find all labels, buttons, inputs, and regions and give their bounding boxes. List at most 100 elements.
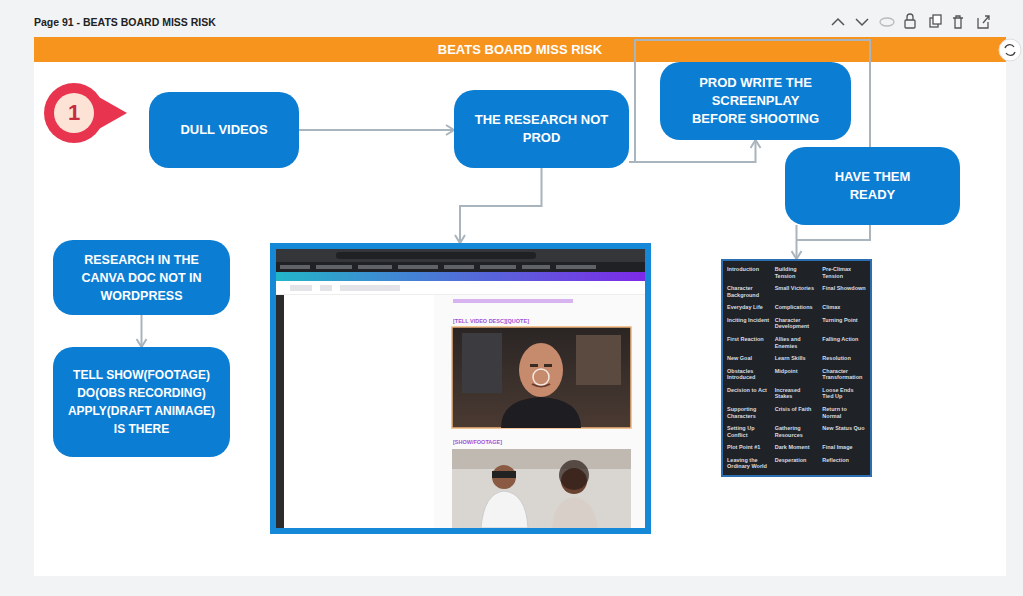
eye (530, 364, 538, 367)
beat-item: Turning Point (822, 317, 866, 330)
connector-arrow (460, 168, 542, 243)
callout-shape (38, 80, 128, 146)
text-line (453, 299, 573, 303)
connector-arrow (629, 140, 756, 162)
box-label: DULL VIDEOS (180, 121, 267, 139)
beat-item: Reflection (822, 457, 866, 470)
beat-item: Building Tension (775, 266, 819, 279)
box-label: RESEARCH IN THE CANVA DOC NOT IN WORDPRE… (65, 251, 218, 305)
side-rail (276, 295, 284, 528)
bookmark (480, 265, 516, 269)
refresh-button (999, 39, 1021, 61)
bookmarks-bar (276, 262, 645, 272)
process-box: TELL SHOW(FOOTAGE) DO(OBS RECORDING) APP… (53, 347, 230, 457)
beat-item: Character Development (775, 317, 819, 330)
beat-item: Return to Normal (822, 406, 866, 419)
eye-icon (880, 18, 894, 26)
beat-item: Inciting Incident (727, 317, 771, 330)
box-label: HAVE THEM READY (823, 168, 923, 204)
beat-item: Pre-Climax Tension (822, 266, 866, 279)
callout-number: 1 (38, 80, 128, 146)
beat-item: New Goal (727, 355, 771, 362)
beat-item: Everyday Life (727, 304, 771, 311)
shelf (462, 333, 502, 393)
down-icon (856, 19, 868, 25)
beat-item: Allies and Enemies (775, 336, 819, 349)
box-label: TELL SHOW(FOOTAGE) DO(OBS RECORDING) APP… (65, 366, 218, 438)
trash-icon (953, 16, 963, 28)
beat-item: Desperation (775, 457, 819, 470)
bookmark (358, 265, 392, 269)
refresh-icon (1005, 45, 1015, 56)
doc-tag: [SHOW/FOOTAGE] (453, 439, 502, 446)
bookmark (522, 265, 550, 269)
beat-item: Midpoint (775, 368, 819, 381)
shelf (576, 335, 621, 385)
address-field (336, 252, 536, 259)
screenshot-illustration (276, 249, 645, 528)
toolbar-control (290, 285, 312, 291)
person-shirt (552, 497, 598, 528)
beat-item: Climax (822, 304, 866, 311)
beat-item: Character Transformation (822, 368, 866, 381)
diagram-title: BEATS BOARD MISS RISK (34, 37, 1006, 62)
beat-item: Increased Stakes (775, 387, 819, 400)
editor-toolbar (276, 281, 645, 295)
beats-table: Introduction Building TensionPre-Climax T… (721, 259, 872, 477)
person-hair (559, 460, 589, 490)
footage-thumbnail (452, 449, 631, 528)
process-box: RESEARCH IN THE CANVA DOC NOT IN WORDPRE… (53, 240, 230, 315)
bookmark (398, 265, 438, 269)
toolbar-control (340, 285, 400, 291)
process-box: HAVE THEM READY (785, 147, 960, 225)
up-icon (832, 19, 844, 25)
page-label: Page 91 - BEATS BOARD MISS RISK (34, 16, 216, 28)
process-box: DULL VIDEOS (149, 92, 299, 168)
beat-item: Falling Action (822, 336, 866, 349)
beat-item: Character Background (727, 285, 771, 298)
person-shirt (481, 491, 528, 528)
callout-ring (44, 83, 104, 143)
toolbar-control (320, 285, 332, 291)
beat-item: Final Showdown (822, 285, 866, 298)
browser-address-bar (276, 249, 645, 262)
doc-tag: [TELL VIDEO DESC][QUOTE] (453, 318, 529, 325)
beat-item: Final Image (822, 444, 866, 451)
process-box: THE RESEARCH NOT PROD (454, 90, 629, 168)
person-face (519, 343, 563, 397)
box-label: THE RESEARCH NOT PROD (467, 111, 617, 147)
beat-item: Supporting Characters (727, 406, 771, 419)
beat-item: Crisis of Faith (775, 406, 819, 419)
lock-icon (905, 20, 915, 28)
canvas-sheet (34, 37, 1006, 576)
beat-item: Dark Moment (775, 444, 819, 451)
beat-item: Plot Point #1 (727, 444, 771, 451)
person-head (492, 465, 516, 489)
side-panel (284, 295, 434, 528)
callout-inner (54, 93, 94, 133)
beat-item: New Status Quo (822, 425, 866, 438)
connector-arrow (299, 129, 454, 131)
box-label: PROD WRITE THE SCREENPLAY BEFORE SHOOTIN… (691, 74, 821, 128)
beat-item: Small Victories (775, 285, 819, 298)
eye (544, 364, 552, 367)
beat-item: Resolution (822, 355, 866, 362)
connector-arrow (796, 225, 798, 259)
beat-item: Learn Skills (775, 355, 819, 362)
beat-item: Introduction (727, 266, 771, 279)
export-icon (978, 16, 989, 28)
callout-digit: 1 (54, 93, 94, 133)
beat-item: Complications (775, 304, 819, 311)
person-shirt (501, 397, 581, 428)
bookmark (280, 265, 310, 269)
editor-header (276, 272, 645, 281)
video-thumbnail (452, 327, 631, 428)
beat-item: Obstacles Introduced (727, 368, 771, 381)
lock-shackle (907, 14, 913, 20)
play-button (533, 369, 549, 385)
bookmark (444, 265, 474, 269)
connector-arrow (141, 315, 143, 347)
wall (452, 449, 631, 469)
beat-item: First Reaction (727, 336, 771, 349)
beat-item: Loose Ends Tied Up (822, 387, 866, 400)
